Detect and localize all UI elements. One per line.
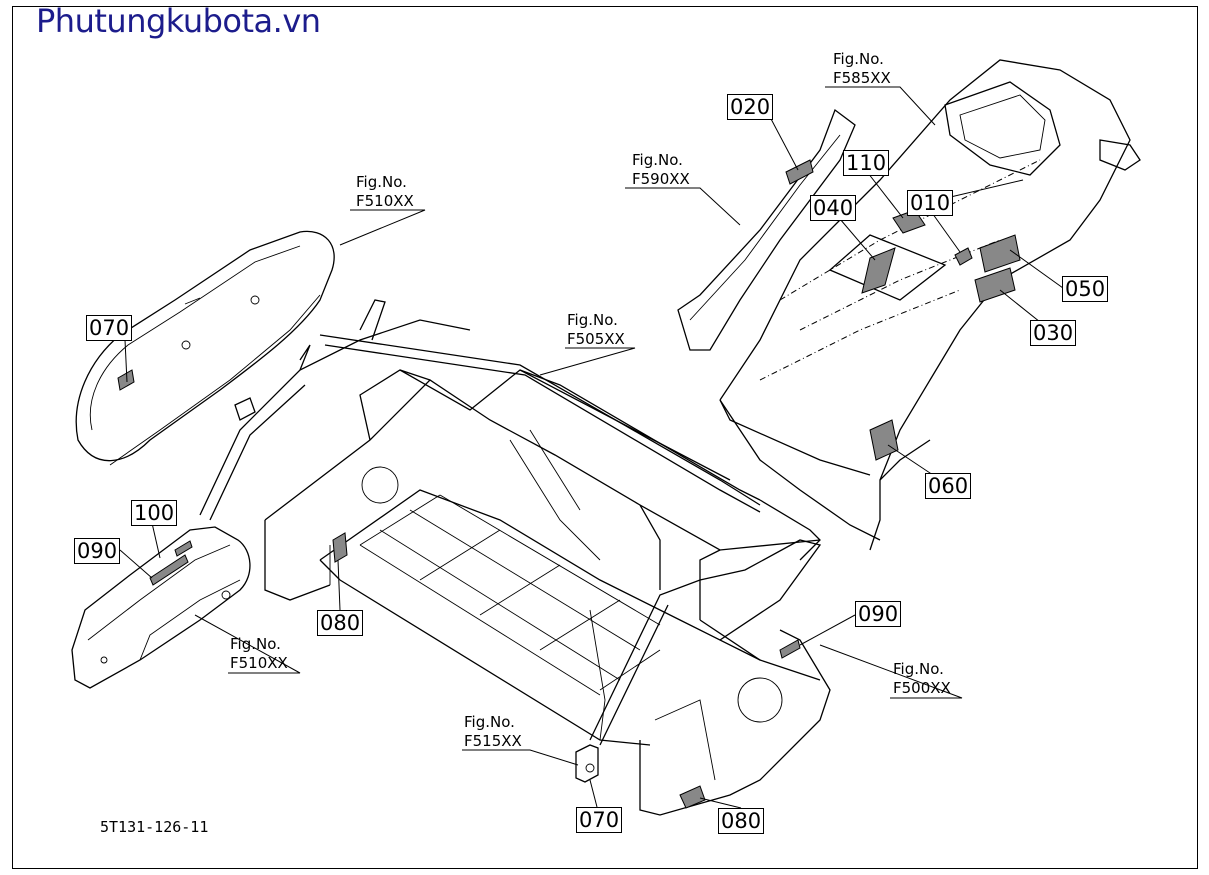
fig-ref-label: Fig.No.	[356, 173, 407, 191]
fig-ref-code: F510XX	[356, 192, 414, 210]
right-bracket	[589, 539, 822, 746]
long-bar	[319, 334, 761, 513]
part-callout-090-left: 090	[74, 538, 121, 564]
fig-ref-label: Fig.No.	[567, 311, 618, 329]
fig-ref-code: F510XX	[230, 654, 288, 672]
main-frame	[264, 369, 831, 816]
part-callout-020: 020	[727, 94, 774, 120]
part-callout-090-right: 090	[855, 601, 902, 627]
upper-panel	[677, 108, 856, 351]
fig-ref-label: Fig.No.	[464, 713, 515, 731]
fig-ref-code: F505XX	[567, 330, 625, 348]
drawing-reference-code: 5T131-126-11	[100, 818, 209, 836]
part-callout-030: 030	[1030, 320, 1077, 346]
part-callout-010: 010	[907, 190, 954, 216]
fig-ref-code: F515XX	[464, 732, 522, 750]
fig-ref-code: F500XX	[893, 679, 951, 697]
drawing-frame	[12, 6, 1198, 869]
fig-ref-label: Fig.No.	[632, 151, 683, 169]
part-callout-060: 060	[925, 473, 972, 499]
part-callout-070-upper: 070	[86, 315, 133, 341]
fig-ref-f505xx: Fig.No.F505XX	[567, 311, 625, 350]
fig-ref-label: Fig.No.	[893, 660, 944, 678]
part-callout-080-left: 080	[317, 610, 364, 636]
fig-ref-f500xx: Fig.No.F500XX	[893, 660, 951, 699]
left-upright-post	[199, 299, 471, 521]
fig-ref-f510xx-lower: Fig.No.F510XX	[230, 635, 288, 674]
left-upper-cover	[75, 230, 335, 466]
fig-ref-code: F585XX	[833, 69, 891, 87]
part-callout-110: 110	[843, 150, 890, 176]
fig-ref-f515xx: Fig.No.F515XX	[464, 713, 522, 752]
fig-ref-f590xx: Fig.No.F590XX	[632, 151, 690, 190]
part-callout-080-right: 080	[718, 808, 765, 834]
fig-ref-label: Fig.No.	[833, 50, 884, 68]
small-bracket	[575, 744, 599, 783]
part-callout-100: 100	[131, 500, 178, 526]
left-lower-cover	[71, 526, 251, 689]
part-callout-070-lower: 070	[576, 807, 623, 833]
fig-ref-f585xx: Fig.No.F585XX	[833, 50, 891, 89]
fig-ref-code: F590XX	[632, 170, 690, 188]
fig-ref-f510xx-upper: Fig.No.F510XX	[356, 173, 414, 212]
part-callout-050: 050	[1062, 276, 1109, 302]
brand-logo-text: Phutungkubota.vn	[36, 2, 321, 40]
fig-ref-label: Fig.No.	[230, 635, 281, 653]
part-callout-040: 040	[810, 195, 857, 221]
